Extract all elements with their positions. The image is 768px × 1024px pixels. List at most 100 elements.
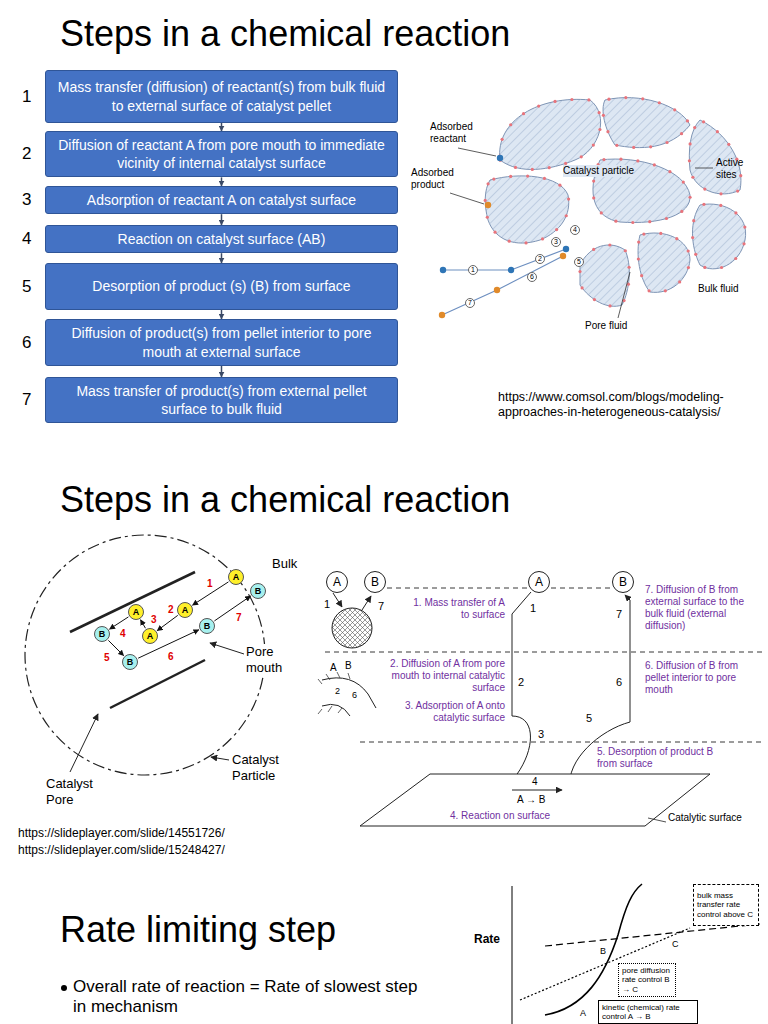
step-note: 5. Desorption of product B from surface xyxy=(597,746,732,770)
active-site xyxy=(553,100,556,103)
active-site xyxy=(648,220,651,223)
active-site xyxy=(678,280,681,283)
active-site xyxy=(627,266,630,269)
active-site xyxy=(570,98,573,101)
step-schematic xyxy=(362,596,371,610)
leader-line xyxy=(450,193,484,204)
connector-arrow xyxy=(221,177,223,186)
connector-arrow xyxy=(110,617,129,629)
step-number: 7 xyxy=(616,608,622,621)
molecule-circle: A xyxy=(528,571,550,593)
active-site xyxy=(642,232,645,235)
active-site xyxy=(703,187,706,190)
pointer-arrow xyxy=(70,714,98,772)
step-schematic xyxy=(318,672,350,714)
active-site xyxy=(664,289,667,292)
active-site xyxy=(555,228,558,231)
active-site xyxy=(486,216,489,219)
node-text: A xyxy=(333,576,341,588)
active-site xyxy=(640,274,643,277)
active-site xyxy=(691,176,694,179)
active-site xyxy=(739,174,742,177)
catalyst-particle xyxy=(485,176,569,243)
step-schematic xyxy=(322,678,376,708)
step-number: 2 xyxy=(22,144,31,164)
catalyst-particle xyxy=(442,256,563,315)
node-text: B xyxy=(619,576,627,588)
point-label: A xyxy=(580,1008,586,1019)
active-site xyxy=(624,96,627,99)
step-number: 3 xyxy=(22,190,31,210)
active-site xyxy=(703,266,706,269)
source-url: https://slideplayer.com/slide/14551726/ xyxy=(18,826,225,840)
part-label: Adsorbed product xyxy=(411,167,486,191)
node-text: Reaction on catalyst surface (AB) xyxy=(118,230,326,248)
active-site xyxy=(598,111,601,114)
step-note: 7. Diffusion of B from external surface … xyxy=(645,584,763,632)
node-text: B xyxy=(99,630,106,639)
point-label: C xyxy=(672,939,679,950)
active-site xyxy=(592,248,595,251)
catalyst-particle xyxy=(500,99,601,169)
active-site xyxy=(647,289,650,292)
step-number: 1 xyxy=(530,602,536,615)
node-text: pore diffusion rate control B → C xyxy=(622,966,672,994)
part-label: Catalyst particle xyxy=(563,165,634,177)
slide-title: Rate limiting step xyxy=(60,908,336,951)
reactant-dot xyxy=(440,155,569,273)
active-site xyxy=(688,196,691,199)
active-site xyxy=(509,123,512,126)
step-schematic xyxy=(505,592,531,788)
active-site xyxy=(687,249,690,252)
active-site xyxy=(614,220,617,223)
molecule-circle: B xyxy=(364,571,386,593)
connector-arrow xyxy=(141,620,146,628)
active-site xyxy=(592,179,595,182)
node-text: Mass transfer (diffusion) of reactant(s)… xyxy=(54,78,389,114)
active-site xyxy=(668,170,671,173)
rate-chart xyxy=(545,924,760,946)
active-site xyxy=(636,159,639,162)
molecule-circle: A xyxy=(326,571,348,593)
callout-number: 2 xyxy=(535,254,545,264)
active-site xyxy=(719,192,722,195)
active-site xyxy=(691,236,694,239)
active-site xyxy=(484,199,487,202)
pore-sketch xyxy=(25,535,265,775)
molecule-circle: B xyxy=(122,654,138,670)
pore-sketch xyxy=(70,572,195,632)
node-text: Mass transfer of product(s) from externa… xyxy=(54,382,389,418)
connector-arrow xyxy=(108,640,123,655)
reactant-dot xyxy=(508,267,514,273)
bullet xyxy=(61,985,67,991)
product-dot xyxy=(439,202,566,318)
active-site xyxy=(514,166,517,169)
node-text: A xyxy=(233,573,240,582)
catalyst-particle xyxy=(689,120,741,194)
step-number: 6 xyxy=(352,690,357,701)
active-site xyxy=(658,101,661,104)
node-text: kinetic (chemical) rate control A → B xyxy=(602,1003,694,1021)
catalyst-particle xyxy=(693,204,746,269)
connector-arrow xyxy=(221,214,223,225)
active-site xyxy=(608,304,611,307)
catalyst-particle xyxy=(580,245,629,306)
active-site xyxy=(727,143,730,146)
catalyst-particle xyxy=(439,96,747,318)
part-label: Adsorbed reactant xyxy=(430,121,508,145)
active-site xyxy=(653,163,656,166)
active-site xyxy=(702,203,705,206)
source-url: https://www.comsol.com/blogs/modeling-ap… xyxy=(498,390,760,420)
active-site xyxy=(688,142,691,145)
active-site xyxy=(619,158,622,161)
rate-regime-box: kinetic (chemical) rate control A → B xyxy=(598,1000,698,1024)
active-site xyxy=(716,130,719,133)
active-site xyxy=(694,253,697,256)
node-text: A xyxy=(133,608,140,617)
step-number: 5 xyxy=(586,712,592,725)
active-site xyxy=(509,175,512,178)
connector-arrow xyxy=(221,123,223,131)
step-schematic xyxy=(322,704,350,716)
active-site xyxy=(508,240,511,243)
part-label: Catalytic surface xyxy=(668,812,742,824)
